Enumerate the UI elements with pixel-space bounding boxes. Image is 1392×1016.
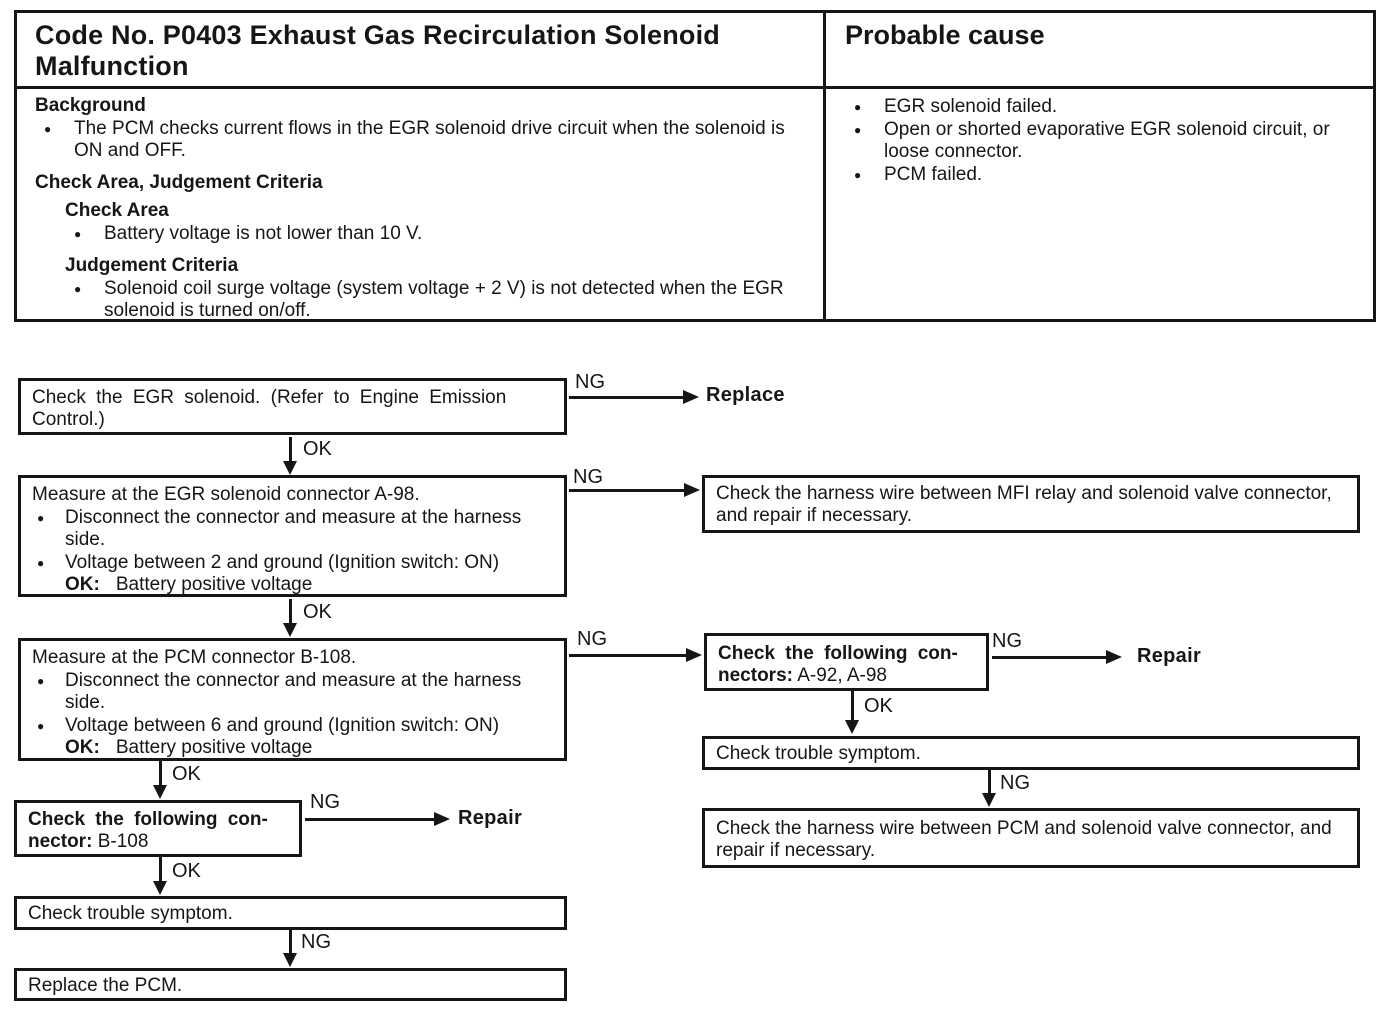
judgement-bullet: ● Solenoid coil surge voltage (system vo… [65, 278, 815, 322]
ng-label: NG [310, 791, 340, 813]
box-text: Check the harness wire between PCM and s… [716, 818, 1332, 861]
cause-item: ● Open or shorted evaporative EGR soleno… [845, 119, 1365, 163]
replace-label: Replace [706, 384, 785, 406]
diagnostic-header-table: Code No. P0403 Exhaust Gas Recirculation… [14, 10, 1376, 322]
bullet-icon: ● [37, 674, 45, 688]
bullet-text: Voltage between 6 and ground (Ignition s… [65, 715, 553, 759]
bullet-icon: ● [37, 511, 45, 525]
bullet-text: Open or shorted evaporative EGR solenoid… [884, 119, 1330, 162]
box-text: Check trouble symptom. [716, 743, 921, 764]
ok-label: OK [303, 601, 332, 623]
box-bullet: ● Voltage between 2 and ground (Ignition… [32, 552, 553, 596]
box-bullet: ● Disconnect the connector and measure a… [32, 670, 553, 714]
ng-arrow [982, 770, 996, 807]
ok-arrow [283, 437, 297, 475]
bullet-icon: ● [854, 168, 862, 182]
bullet-text: PCM failed. [884, 164, 983, 185]
ng-arrow [569, 390, 699, 404]
bullet-icon: ● [44, 122, 52, 136]
ok-arrow [153, 761, 167, 799]
ok-criteria-value: Battery positive voltage [115, 574, 313, 595]
ng-arrow [569, 483, 700, 497]
description-cell: Background ● The PCM checks current flow… [35, 95, 815, 322]
bullet-text: Solenoid coil surge voltage (system volt… [104, 278, 784, 321]
ng-arrow [569, 648, 702, 662]
bullet-line: Voltage between 6 and ground (Ignition s… [65, 715, 500, 736]
box-text-bold: Check the following con- [28, 809, 268, 830]
cause-item: ● EGR solenoid failed. [845, 96, 1365, 118]
ok-criteria-label: OK: [65, 737, 100, 758]
flow-box-check-trouble-symptom-right: Check trouble symptom. [702, 736, 1360, 770]
flow-box-check-trouble-symptom-left: Check trouble symptom. [14, 896, 567, 930]
box-text: A-92, A-98 [797, 665, 887, 686]
box-text: Replace the PCM. [28, 975, 183, 996]
box-title: Measure at the EGR solenoid connector A-… [32, 484, 420, 505]
bullet-text: The PCM checks current flows in the EGR … [74, 118, 785, 161]
box-text: Check the EGR solenoid. (Refer to Engine… [32, 387, 507, 430]
ok-arrow [845, 691, 859, 734]
bullet-icon: ● [37, 719, 45, 733]
flow-box-check-connector-b108: Check the following con- nector: B-108 [14, 800, 302, 857]
box-text: Check the harness wire between MFI relay… [716, 483, 1332, 526]
ok-label: OK [172, 763, 201, 785]
box-text-bold: Check the following con- [718, 643, 958, 664]
box-text: B-108 [97, 831, 149, 852]
bullet-text: Disconnect the connector and measure at … [65, 670, 522, 713]
check-area-heading: Check Area [65, 200, 169, 221]
background-bullet: ● The PCM checks current flows in the EG… [35, 118, 815, 162]
flow-box-replace-pcm: Replace the PCM. [14, 968, 567, 1001]
ng-label: NG [573, 466, 603, 488]
ok-label: OK [303, 438, 332, 460]
judgement-heading: Judgement Criteria [65, 255, 239, 276]
criteria-heading: Check Area, Judgement Criteria [35, 172, 323, 193]
flow-box-check-harness-pcm: Check the harness wire between PCM and s… [702, 808, 1360, 868]
bullet-text: Disconnect the connector and measure at … [65, 507, 522, 550]
ng-label: NG [577, 628, 607, 650]
table-header-row [17, 13, 1373, 89]
box-title: Measure at the PCM connector B-108. [32, 647, 357, 668]
ng-arrow [305, 812, 450, 826]
table-column-divider [823, 13, 826, 319]
bullet-icon: ● [854, 100, 862, 114]
probable-cause-cell: ● EGR solenoid failed. ● Open or shorted… [845, 95, 1365, 186]
bullet-text: Battery voltage is not lower than 10 V. [104, 223, 423, 244]
bullet-icon: ● [74, 227, 82, 241]
bullet-icon: ● [854, 123, 862, 137]
flow-box-measure-pcm-connector: Measure at the PCM connector B-108. ● Di… [18, 638, 567, 761]
bullet-text: Voltage between 2 and ground (Ignition s… [65, 552, 553, 596]
bullet-line: Voltage between 2 and ground (Ignition s… [65, 552, 500, 573]
flow-box-check-harness-mfi: Check the harness wire between MFI relay… [702, 475, 1360, 533]
cause-item: ● PCM failed. [845, 164, 1365, 186]
ng-label: NG [575, 371, 605, 393]
box-text-bold: nectors: [718, 665, 793, 686]
ok-criteria-label: OK: [65, 574, 100, 595]
ng-arrow [283, 930, 297, 967]
bullet-icon: ● [37, 556, 45, 570]
background-heading: Background [35, 95, 146, 116]
code-title: Code No. P0403 Exhaust Gas Recirculation… [35, 20, 720, 81]
repair-label: Repair [458, 807, 523, 829]
box-bullet: ● Voltage between 6 and ground (Ignition… [32, 715, 553, 759]
flow-box-check-connectors-a92-a98: Check the following con- nectors: A-92, … [704, 633, 989, 691]
check-area-bullet: ● Battery voltage is not lower than 10 V… [65, 223, 815, 245]
ng-arrow [992, 650, 1122, 664]
box-text-bold: nector: [28, 831, 93, 852]
box-bullet: ● Disconnect the connector and measure a… [32, 507, 553, 551]
ok-label: OK [864, 695, 893, 717]
ok-arrow [283, 599, 297, 637]
ng-label: NG [992, 630, 1022, 652]
ok-label: OK [172, 860, 201, 882]
bullet-text: EGR solenoid failed. [884, 96, 1058, 117]
ok-arrow [153, 857, 167, 895]
probable-cause-title: Probable cause [845, 20, 1045, 50]
bullet-icon: ● [74, 282, 82, 296]
ng-label: NG [1000, 772, 1030, 794]
flow-box-check-egr-solenoid: Check the EGR solenoid. (Refer to Engine… [18, 378, 567, 435]
ok-criteria-value: Battery positive voltage [115, 737, 313, 758]
ng-label: NG [301, 931, 331, 953]
box-text: Check trouble symptom. [28, 903, 233, 924]
flow-box-measure-egr-connector: Measure at the EGR solenoid connector A-… [18, 475, 567, 597]
repair-label: Repair [1137, 645, 1202, 667]
